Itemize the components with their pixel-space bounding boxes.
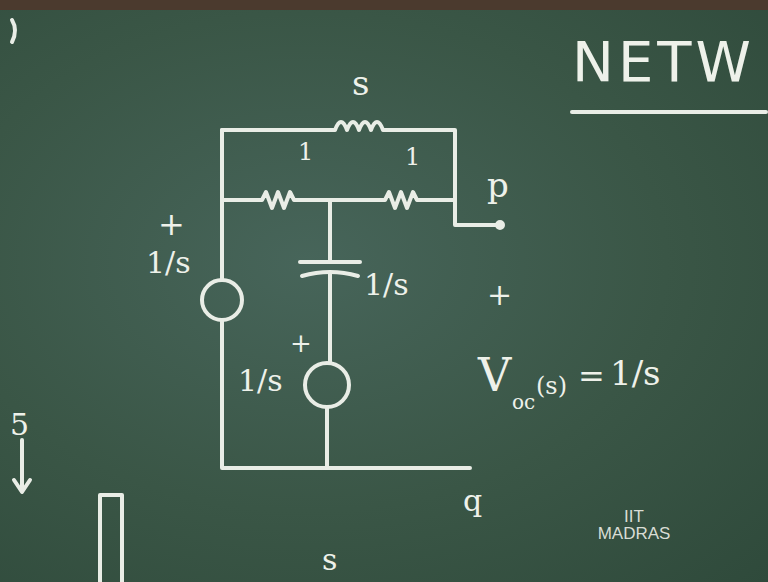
inductor-branch	[222, 122, 455, 200]
polarity-sign: +	[487, 280, 512, 310]
equals-sign: =	[578, 360, 605, 392]
resistor-branch	[222, 192, 455, 208]
polarity-sign: +	[290, 330, 312, 356]
terminal-name: q	[463, 486, 482, 516]
edge-fragment: 5	[10, 410, 29, 440]
wire	[220, 130, 224, 280]
element-value: 1	[405, 145, 420, 169]
board-heading: NETW	[572, 34, 755, 90]
terminal-wire	[455, 200, 500, 225]
terminal-name: p	[487, 168, 509, 202]
voltage-argument: (s)	[536, 374, 567, 398]
edge-bracket	[100, 495, 122, 582]
board-frame	[0, 0, 768, 10]
title-underline	[572, 110, 766, 114]
capacitor-lead	[328, 273, 332, 363]
capacitor-lead	[328, 200, 332, 260]
ground-wire	[222, 320, 470, 468]
voltage-symbol: V	[478, 352, 511, 398]
watermark: IIT MADRAS	[592, 508, 676, 542]
source-value: 1/s	[146, 248, 191, 278]
element-value: 1	[298, 140, 313, 164]
edge-arrow	[14, 440, 30, 492]
voltage-subscript: oc	[512, 392, 535, 412]
element-value: 1/s	[364, 270, 409, 300]
edge-mark	[12, 20, 15, 42]
wire	[325, 407, 329, 468]
voltage-source-symbol	[305, 363, 349, 407]
element-value: s	[352, 66, 369, 100]
edge-fragment: s	[322, 545, 337, 575]
source-value: 1/s	[238, 366, 283, 396]
capacitor-plate	[300, 260, 360, 264]
terminal-dot	[497, 222, 503, 228]
voltage-source-symbol	[202, 280, 242, 320]
voltage-value: 1/s	[610, 356, 661, 390]
polarity-sign: +	[158, 208, 185, 240]
